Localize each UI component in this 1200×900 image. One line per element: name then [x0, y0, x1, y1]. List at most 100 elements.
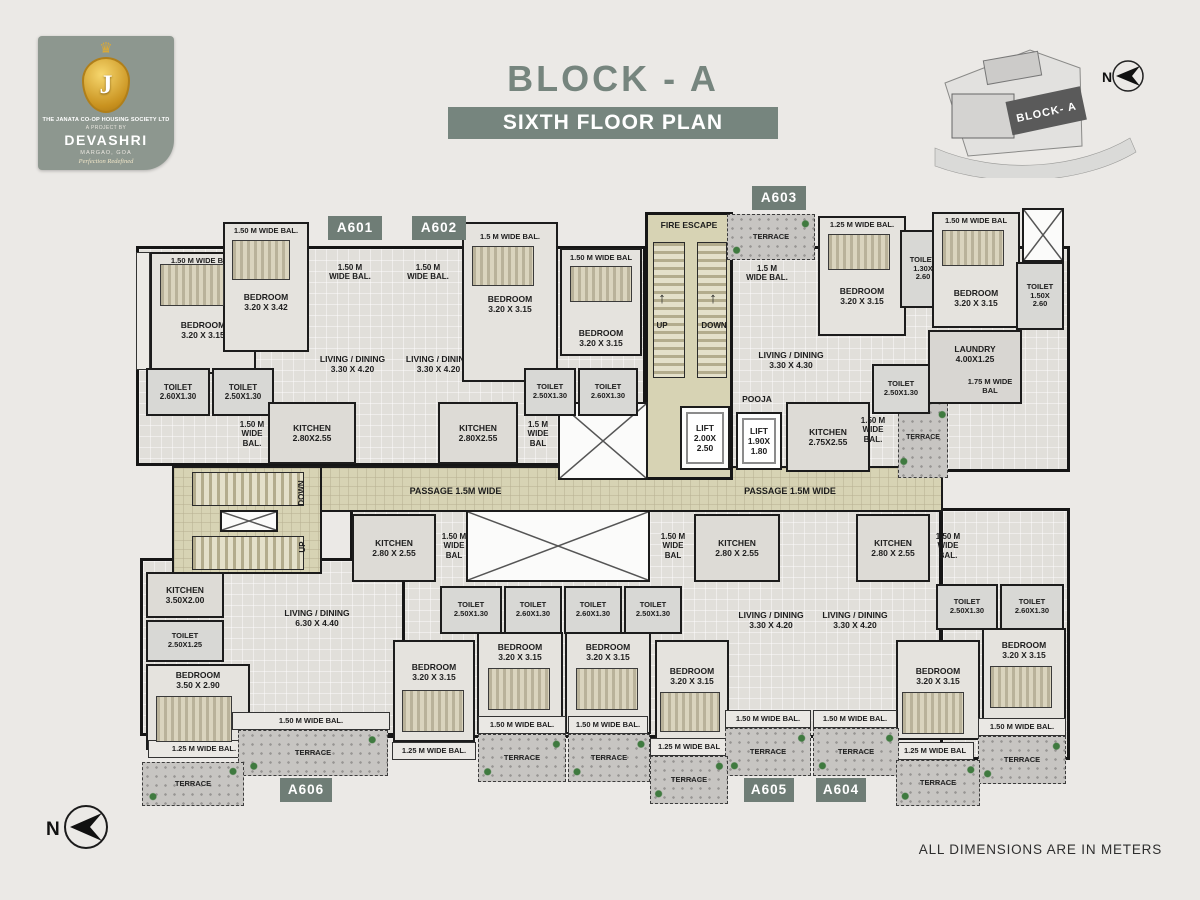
bedroom-a602-2-label: BEDROOM 3.20 X 3.15 [560, 326, 642, 350]
passage-label-east-text: PASSAGE 1.5M WIDE [744, 485, 836, 496]
kitchen-b2-text: KITCHEN 2.80 X 2.55 [715, 537, 759, 558]
toilet-a606-text: TOILET 2.50X1.25 [167, 631, 203, 649]
fire-escape-arrow-up-left: ↑ [650, 284, 674, 314]
block-a-building: BLOCK- A [1005, 86, 1087, 136]
site-map: BLOCK- A N [930, 28, 1180, 183]
site-building-1 [982, 50, 1043, 86]
bed-b2 [488, 668, 550, 710]
terrace-top-center: TERRACE [727, 214, 815, 260]
bed-b6 [990, 666, 1052, 708]
toilet-b5: TOILET 2.50X1.30 [936, 584, 998, 630]
balcony-label-a602-2-text: 1.50 M WIDE BAL [569, 253, 633, 263]
terrace-s5: TERRACE [650, 756, 728, 804]
bedroom-a602-1-label-text: BEDROOM 3.20 X 3.15 [487, 293, 533, 314]
pooja-label: POOJA [724, 392, 790, 406]
laundry-a603 [928, 330, 1022, 404]
toilet-b2-text: TOILET 2.60X1.30 [515, 600, 551, 618]
bedroom-b4-label-text: BEDROOM 3.20 X 3.15 [669, 665, 715, 686]
toilet-b3: TOILET 2.60X1.30 [564, 586, 622, 634]
terrace-s6: TERRACE [978, 736, 1066, 784]
developer-location: MARGAO, GOA [80, 150, 132, 156]
living-a601-label: LIVING / DINING 3.30 X 4.20 [300, 350, 405, 378]
block-title: BLOCK - A [507, 58, 719, 99]
tag-a606-text: A606 [287, 782, 325, 798]
balcony-label-b2: 1.50 M WIDE BAL [652, 522, 694, 570]
living-a603-label: LIVING / DINING 3.30 X 4.30 [736, 346, 846, 374]
fire-escape-up-label: UP [648, 320, 676, 332]
toilet-b1-text: TOILET 2.50X1.30 [453, 600, 489, 618]
bed-b3 [576, 668, 638, 710]
bed-a601-1 [160, 264, 224, 306]
balcony-s2-text: 1.50 M WIDE BAL. [575, 719, 641, 729]
terrace-a603-side: TERRACE [898, 398, 948, 478]
balcony-label-a601-2-text: 1.50 M WIDE BAL. [233, 226, 299, 236]
developer-logo: ♛ J THE JANATA CO-OP HOUSING SOCIETY LTD… [38, 36, 174, 170]
terrace-s3-text: TERRACE [749, 746, 787, 756]
living-a604-label: LIVING / DINING 3.30 X 4.20 [806, 606, 904, 634]
bedroom-a603-1-label: BEDROOM 3.20 X 3.15 [820, 284, 904, 308]
bedroom-b5-label-text: BEDROOM 3.20 X 3.15 [915, 665, 961, 686]
passage-label-east: PASSAGE 1.5M WIDE [700, 484, 880, 498]
tag-a603-text: A603 [760, 190, 798, 206]
bedroom-b4-label: BEDROOM 3.20 X 3.15 [655, 664, 729, 688]
terrace-a606-1: TERRACE [238, 730, 388, 776]
balcony-label-laundry-text: 1.75 M WIDE BAL [967, 377, 1013, 395]
balcony-s1: 1.50 M WIDE BAL. [478, 716, 566, 734]
toilet-b6-text: TOILET 2.60X1.30 [1014, 597, 1050, 615]
toilet-a601-1-text: TOILET 2.60X1.30 [159, 382, 197, 401]
north-compass-sw: N [40, 798, 120, 863]
terrace-s1-text: TERRACE [503, 752, 541, 762]
terrace-s2: TERRACE [568, 734, 650, 782]
north-arrow-icon [1116, 66, 1140, 86]
tag-a603: A603 [752, 186, 806, 210]
balcony-s3: 1.50 M WIDE BAL. [725, 710, 811, 728]
tag-a606: A606 [280, 778, 332, 802]
laundry-label: LAUNDRY 4.00X1.25 [934, 342, 1016, 366]
terrace-a606-1-text: TERRACE [294, 747, 332, 757]
north-compass-ne: N [1102, 60, 1144, 92]
balcony-s5: 1.50 M WIDE BAL. [978, 718, 1066, 736]
passage-label-west: PASSAGE 1.5M WIDE [368, 484, 543, 498]
toilet-b3-text: TOILET 2.60X1.30 [575, 600, 611, 618]
balcony-a606-1: 1.50 M WIDE BAL. [232, 712, 390, 730]
bedroom-a601-2-label-text: BEDROOM 3.20 X 3.42 [243, 291, 289, 312]
balcony-s6-text: 1.25 M WIDE BAL. [401, 745, 467, 755]
bedroom-b1-label-text: BEDROOM 3.20 X 3.15 [411, 661, 457, 682]
fire-escape-flight-right [697, 242, 727, 378]
kitchen-a603: KITCHEN 2.75X2.55 [786, 402, 870, 472]
living-a601-label-text: LIVING / DINING 3.30 X 4.20 [319, 353, 386, 374]
toilet-b4: TOILET 2.50X1.30 [624, 586, 682, 634]
fire-escape-arrow-up-right-text: ↑ [709, 290, 717, 308]
balcony-label-a602-1: 1.5 M WIDE BAL. [464, 232, 556, 243]
fire-escape-label-text: FIRE ESCAPE [660, 219, 718, 230]
balcony-label-a601-kitchen: 1.50 M WIDE BAL. [228, 414, 276, 454]
toilet-a602-2-text: TOILET 2.60X1.30 [590, 382, 626, 400]
tag-a605: A605 [744, 778, 794, 802]
bedroom-a601-2-label: BEDROOM 3.20 X 3.42 [225, 290, 307, 314]
balcony-s6: 1.25 M WIDE BAL. [392, 742, 476, 760]
balcony-label-a603-1: 1.25 M WIDE BAL. [820, 220, 904, 231]
balcony-label-b3: 1.50 M WIDE BAL. [928, 522, 968, 570]
stairs-up-label-text: UP [298, 541, 308, 553]
living-a604-label-text: LIVING / DINING 3.30 X 4.20 [822, 609, 888, 630]
terrace-a606-2: TERRACE [142, 762, 244, 806]
north-arrow-icon [70, 813, 102, 841]
living-a603-label-text: LIVING / DINING 3.30 X 4.30 [758, 349, 824, 370]
stairs-up-label: UP [296, 532, 310, 562]
living-a605-label-text: LIVING / DINING 3.30 X 4.20 [738, 609, 804, 630]
toilet-a603-2-text: TOILET 1.50X 2.60 [1026, 281, 1054, 309]
balcony-s4-text: 1.50 M WIDE BAL. [822, 713, 888, 723]
balcony-s2: 1.50 M WIDE BAL. [568, 716, 648, 734]
fire-escape-down-label: DOWN [694, 320, 734, 332]
lift-2: LIFT 1.90X 1.80 [736, 412, 782, 470]
terrace-top-center-text: TERRACE [752, 231, 790, 241]
living-a602-label-text: LIVING / DINING 3.30 X 4.20 [405, 353, 472, 374]
crown-icon: ♛ [99, 40, 113, 57]
fire-escape-arrow-up-right: ↑ [698, 284, 728, 314]
balcony-s8: 1.25 M WIDE BAL [896, 742, 974, 760]
balcony-label-a603-living-text: 1.5 M WIDE BAL. [746, 263, 788, 282]
tag-a604: A604 [816, 778, 866, 802]
bedroom-b5-label: BEDROOM 3.20 X 3.15 [898, 664, 978, 688]
bedroom-b2-label-text: BEDROOM 3.20 X 3.15 [497, 641, 543, 662]
